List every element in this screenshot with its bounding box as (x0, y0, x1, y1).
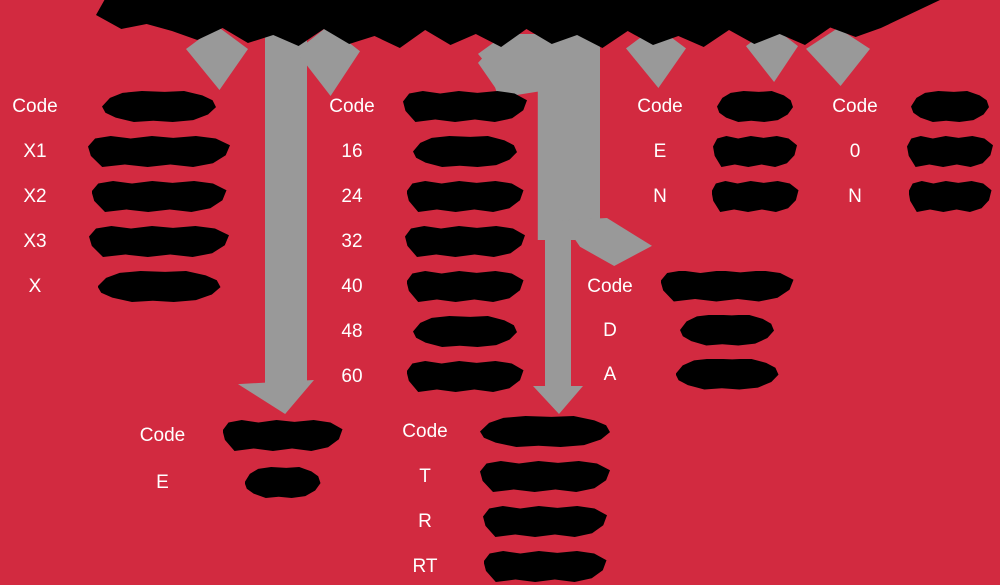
table-row: E (110, 459, 350, 506)
redacted-label-blob (480, 416, 610, 447)
code-cell: R (418, 511, 432, 532)
redacted-label-blob (89, 226, 229, 257)
code-cell: N (653, 186, 667, 207)
redacted-label-blob (711, 181, 799, 212)
redacted-label-blob (480, 461, 610, 492)
code-header: Code (329, 96, 375, 117)
redacted-label-blob (244, 467, 321, 498)
table-row: 48 (320, 309, 546, 354)
table-header-row: Code (370, 409, 610, 454)
down-arrow-head-icon (238, 380, 314, 414)
table-row: A (578, 352, 812, 396)
code-cell: T (419, 466, 431, 487)
table-row: X1 (0, 129, 248, 174)
code-cell: N (848, 186, 862, 207)
table-row: 40 (320, 264, 546, 309)
code-cell: 60 (341, 366, 363, 387)
table-row: 60 (320, 354, 546, 399)
table-mode-a: Code E N (630, 84, 820, 219)
code-cell: X3 (23, 231, 47, 252)
redacted-label-blob (907, 136, 993, 167)
table-header-row: Code (320, 84, 546, 129)
code-header: Code (587, 275, 633, 297)
redacted-label-blob (91, 181, 227, 212)
down-arrow-stem (545, 230, 571, 392)
code-header: Code (12, 96, 58, 117)
table-row: 16 (320, 129, 546, 174)
redacted-label-blob (406, 271, 524, 302)
redacted-label-blob (222, 420, 343, 451)
redacted-label-blob (675, 358, 779, 390)
table-row: D (578, 308, 812, 352)
code-cell: X1 (23, 141, 47, 162)
code-cell: E (156, 472, 169, 493)
code-header: Code (139, 425, 186, 446)
code-cell: 0 (849, 141, 861, 162)
table-row: 32 (320, 219, 546, 264)
redacted-label-blob (483, 551, 607, 582)
code-cell: 48 (341, 321, 363, 342)
table-power-supply: Code D A (578, 264, 812, 396)
redacted-label-blob (483, 506, 607, 537)
table-row: R (370, 499, 610, 544)
redacted-label-blob (88, 136, 230, 167)
table-mode-b: Code 0 N (825, 84, 1000, 219)
redacted-label-blob (102, 91, 216, 122)
table-header-row: Code (578, 264, 812, 308)
redacted-label-blob (911, 91, 989, 122)
redacted-label-blob (413, 316, 517, 347)
table-row: X3 (0, 219, 248, 264)
redacted-label-blob (406, 361, 524, 392)
table-row: N (825, 174, 1000, 219)
code-cell: RT (412, 556, 438, 577)
redacted-label-blob (405, 226, 525, 257)
code-cell: X (28, 276, 42, 297)
code-header: Code (832, 96, 878, 117)
redacted-label-blob (413, 136, 517, 167)
code-cell: 32 (341, 231, 363, 252)
table-row: X2 (0, 174, 248, 219)
table-series-type: Code X1 X2 X3 X (0, 84, 248, 309)
code-cell: 24 (341, 186, 363, 207)
table-io-points: Code 16 24 32 40 48 60 (320, 84, 546, 399)
table-row: E (630, 129, 820, 174)
table-row: 0 (825, 129, 1000, 174)
table-output-type: Code T R RT (370, 409, 610, 585)
redacted-label-blob (680, 314, 774, 346)
table-row: X (0, 264, 248, 309)
table-row: 24 (320, 174, 546, 219)
code-cell: E (653, 141, 667, 162)
redacted-label-blob (406, 181, 524, 212)
table-header-row: Code (0, 84, 248, 129)
redacted-label-blob (403, 91, 527, 122)
table-header-row: Code (630, 84, 820, 129)
code-cell: 16 (341, 141, 363, 162)
redacted-label-blob (660, 270, 794, 302)
redacted-label-blob (97, 271, 221, 302)
table-row: RT (370, 544, 610, 585)
table-row: N (630, 174, 820, 219)
redacted-label-blob (717, 91, 793, 122)
code-cell: A (603, 363, 617, 385)
table-trade-type: Code E (110, 412, 350, 506)
table-header-row: Code (110, 412, 350, 459)
redacted-label-blob (713, 136, 797, 167)
code-cell: D (603, 319, 617, 341)
table-row: T (370, 454, 610, 499)
bent-arrow-icon (562, 218, 652, 266)
redacted-label-blob (908, 181, 992, 212)
table-header-row: Code (825, 84, 1000, 129)
code-header: Code (637, 96, 683, 117)
down-arrow-stem (265, 34, 307, 386)
code-cell: X2 (23, 186, 47, 207)
code-header: Code (402, 421, 448, 442)
code-cell: 40 (341, 276, 363, 297)
